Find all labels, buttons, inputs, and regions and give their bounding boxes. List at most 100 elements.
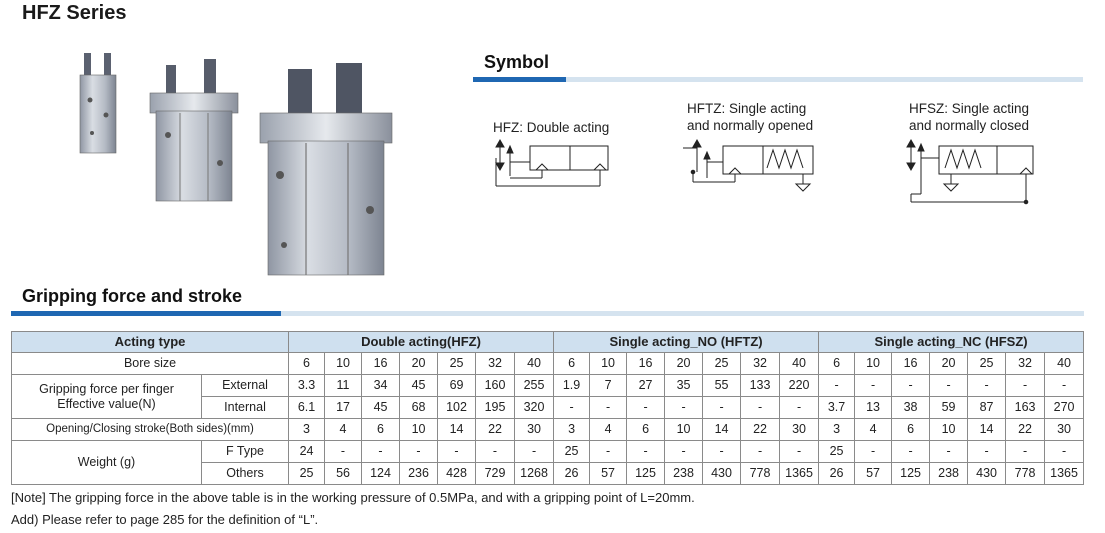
table-cell: 26 bbox=[553, 462, 591, 485]
table-cell: 160 bbox=[475, 374, 516, 397]
table-cell: 25 bbox=[553, 440, 591, 463]
table-cell: 13 bbox=[854, 396, 893, 419]
table-cell: 20 bbox=[929, 352, 969, 375]
table-cell: 69 bbox=[437, 374, 477, 397]
table-cell: 14 bbox=[702, 418, 742, 441]
table-cell: - bbox=[1044, 374, 1085, 397]
table-header-row: Acting type Double acting(HFZ) Single ac… bbox=[10, 331, 1085, 353]
table-cell: 3 bbox=[288, 418, 326, 441]
table-cell: 68 bbox=[399, 396, 439, 419]
table-cell: 4 bbox=[589, 418, 628, 441]
table-cell: - bbox=[514, 440, 555, 463]
note-pressure: [Note] The gripping force in the above t… bbox=[11, 490, 695, 505]
label-line: Effective value(N) bbox=[57, 396, 156, 411]
table-cell: 133 bbox=[740, 374, 781, 397]
table-cell: - bbox=[779, 440, 820, 463]
gripping-heading-accent bbox=[11, 311, 281, 316]
symbol-heading-accent bbox=[473, 77, 566, 82]
table-cell: 30 bbox=[779, 418, 820, 441]
table-cell: 25 bbox=[967, 352, 1007, 375]
stroke-label: Opening/Closing stroke(Both sides)(mm) bbox=[10, 418, 290, 441]
table-cell: 6 bbox=[288, 352, 326, 375]
table-cell: 56 bbox=[324, 462, 363, 485]
others-label: Others bbox=[200, 462, 290, 485]
table-cell: - bbox=[702, 396, 742, 419]
table-cell: 55 bbox=[702, 374, 742, 397]
table-row: Bore size 6 10 16 20 25 32 40 6 10 16 20… bbox=[10, 352, 1085, 375]
table-cell: - bbox=[854, 374, 893, 397]
note-reference: Add) Please refer to page 285 for the de… bbox=[11, 512, 319, 527]
table-cell: 238 bbox=[664, 462, 704, 485]
gripper-medium bbox=[149, 59, 239, 202]
table-cell: - bbox=[324, 440, 363, 463]
table-cell: 57 bbox=[589, 462, 628, 485]
table-cell: - bbox=[818, 374, 856, 397]
table-cell: 255 bbox=[514, 374, 555, 397]
table-cell: - bbox=[1044, 440, 1085, 463]
table-cell: 238 bbox=[929, 462, 969, 485]
table-cell: 17 bbox=[324, 396, 363, 419]
table-cell: 1268 bbox=[514, 462, 555, 485]
table-cell: 16 bbox=[361, 352, 401, 375]
table-row: Others 25 56 124 236 428 729 1268 26 57 … bbox=[12, 462, 1085, 485]
table-cell: - bbox=[589, 440, 628, 463]
table-cell: 124 bbox=[361, 462, 401, 485]
table-cell: - bbox=[929, 440, 969, 463]
table-cell: 195 bbox=[475, 396, 516, 419]
table-cell: 57 bbox=[854, 462, 893, 485]
table-cell: - bbox=[740, 396, 781, 419]
table-cell: - bbox=[740, 440, 781, 463]
table-cell: 1365 bbox=[1044, 462, 1085, 485]
table-cell: 10 bbox=[664, 418, 704, 441]
table-cell: - bbox=[626, 396, 666, 419]
table-cell: 220 bbox=[779, 374, 820, 397]
table-cell: - bbox=[1005, 374, 1046, 397]
table-cell: 20 bbox=[664, 352, 704, 375]
caption-line: HFTZ: Single acting bbox=[687, 101, 807, 116]
gripping-heading-text: Gripping force and stroke bbox=[22, 286, 243, 306]
table-cell: 778 bbox=[1005, 462, 1046, 485]
table-cell: - bbox=[664, 440, 704, 463]
table-cell: 16 bbox=[626, 352, 666, 375]
table-row: Opening/Closing stroke(Both sides)(mm) 3… bbox=[10, 418, 1085, 441]
external-label: External bbox=[200, 374, 290, 397]
table-cell: 22 bbox=[475, 418, 516, 441]
table-cell: 6 bbox=[553, 352, 591, 375]
table-cell: - bbox=[891, 374, 931, 397]
table-cell: 25 bbox=[818, 440, 856, 463]
table-cell: 34 bbox=[361, 374, 401, 397]
table-cell: - bbox=[626, 440, 666, 463]
table-cell: 4 bbox=[324, 418, 363, 441]
table-cell: - bbox=[929, 374, 969, 397]
table-cell: 27 bbox=[626, 374, 666, 397]
table-cell: 430 bbox=[702, 462, 742, 485]
acting-type-header: Acting type bbox=[10, 331, 290, 353]
table-cell: 14 bbox=[967, 418, 1007, 441]
bore-size-label: Bore size bbox=[10, 352, 290, 375]
table-cell: 6 bbox=[626, 418, 666, 441]
gripper-small bbox=[79, 53, 117, 154]
table-cell: 35 bbox=[664, 374, 704, 397]
table-cell: 6 bbox=[818, 352, 856, 375]
table-cell: 40 bbox=[779, 352, 820, 375]
table-cell: - bbox=[779, 396, 820, 419]
table-cell: 163 bbox=[1005, 396, 1046, 419]
table-cell: - bbox=[854, 440, 893, 463]
table-cell: 10 bbox=[589, 352, 628, 375]
table-cell: - bbox=[589, 396, 628, 419]
table-cell: 16 bbox=[891, 352, 931, 375]
table-cell: 22 bbox=[740, 418, 781, 441]
symbol-caption-hftz: HFTZ: Single acting and normally opened bbox=[687, 100, 813, 134]
table-cell: 1.9 bbox=[553, 374, 591, 397]
table-row: Internal 6.1 17 45 68 102 195 320 - - - … bbox=[12, 396, 1085, 419]
caption-line: and normally closed bbox=[909, 118, 1030, 133]
table-cell: - bbox=[664, 396, 704, 419]
table-cell: - bbox=[399, 440, 439, 463]
gripping-heading-rule bbox=[281, 311, 1084, 316]
group-header-hfz: Double acting(HFZ) bbox=[288, 331, 555, 353]
table-cell: 30 bbox=[1044, 418, 1085, 441]
table-cell: 24 bbox=[288, 440, 326, 463]
table-cell: 32 bbox=[740, 352, 781, 375]
table-cell: 3 bbox=[818, 418, 856, 441]
caption-line: HFSZ: Single acting bbox=[909, 101, 1030, 116]
